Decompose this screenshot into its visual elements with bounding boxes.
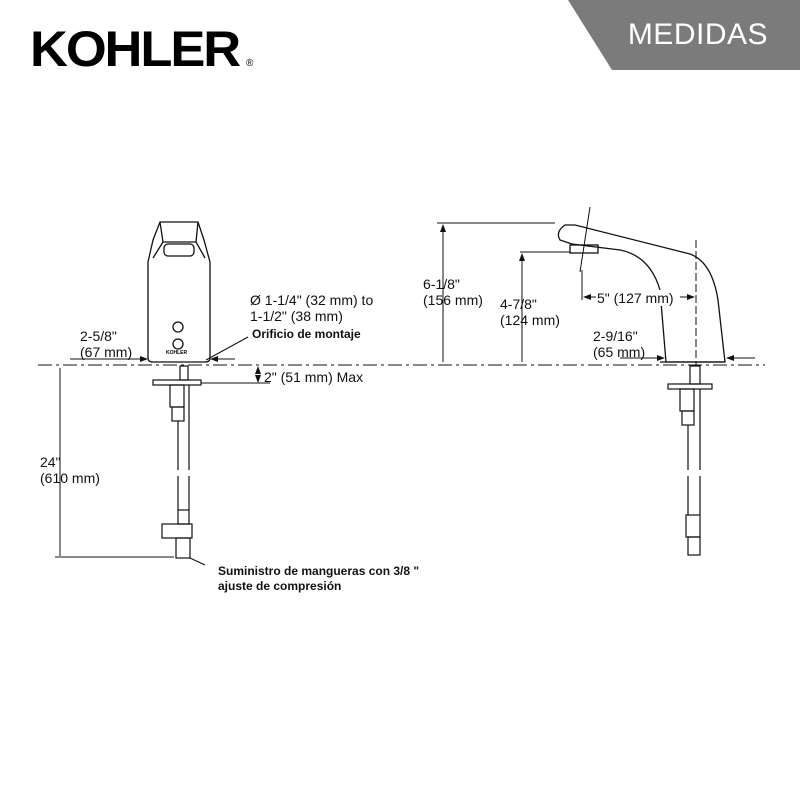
section-title: MEDIDAS bbox=[627, 18, 768, 51]
base-dim-in: 2-9/16" bbox=[593, 328, 638, 344]
base-dim-mm: (65 mm) bbox=[593, 344, 646, 360]
section-banner: MEDIDAS bbox=[568, 0, 800, 70]
body-brand-mark: KOHLER bbox=[166, 350, 188, 356]
width-dim-in: 2-5/8" bbox=[80, 328, 117, 344]
leader-line bbox=[205, 336, 249, 361]
height-dim-mm: (156 mm) bbox=[423, 292, 483, 308]
side-faucet-body bbox=[557, 224, 726, 363]
spout-height-dim-in: 4-7/8" bbox=[500, 296, 537, 312]
mounting-hole-label: Orificio de montaje bbox=[252, 327, 361, 341]
kohler-logo: KOHLER bbox=[30, 21, 241, 77]
front-shank-assembly bbox=[152, 365, 202, 559]
hole-dim-line1: Ø 1-1/4" (32 mm) to bbox=[250, 292, 374, 308]
height-dim-in: 6-1/8" bbox=[423, 276, 460, 292]
supply-label-line2: ajuste de compresión bbox=[218, 579, 342, 593]
width-dim-mm: (67 mm) bbox=[80, 344, 133, 360]
hose-dim-in: 24" bbox=[40, 454, 61, 470]
reach-dim: 5" (127 mm) bbox=[597, 290, 674, 306]
hole-dim-line2: 1-1/2" (38 mm) bbox=[250, 308, 343, 324]
spout-height-dim-mm: (124 mm) bbox=[500, 312, 560, 328]
supply-label-line1: Suministro de mangueras con 3/8 " bbox=[218, 564, 420, 578]
deck-dim: 2" (51 mm) Max bbox=[264, 369, 364, 385]
front-faucet-body bbox=[147, 221, 211, 363]
hose-dim-mm: (610 mm) bbox=[40, 470, 100, 486]
registered-mark: ® bbox=[246, 58, 254, 69]
side-shank-assembly bbox=[667, 365, 713, 556]
